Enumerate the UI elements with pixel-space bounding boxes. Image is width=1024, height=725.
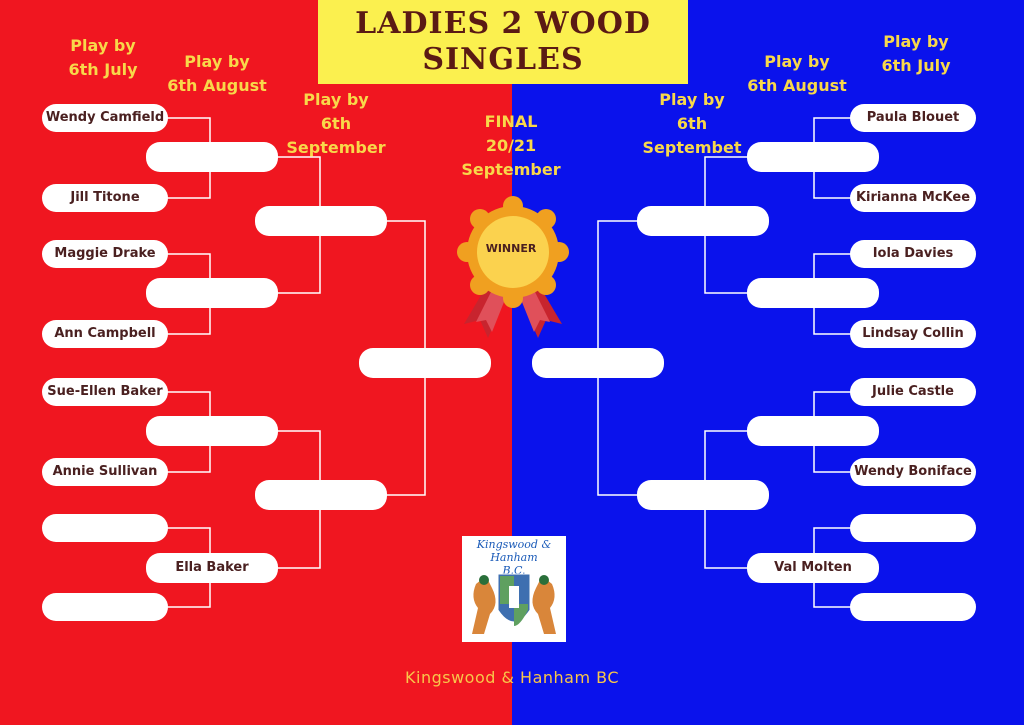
right-r1-slot-4: Lindsay Collin [850, 320, 976, 348]
left-r2-slot-1 [146, 142, 278, 172]
round-label-left-r3: Play by 6th September [284, 88, 388, 160]
right-r2-slot-2 [747, 278, 879, 308]
round-label-text: Play by [883, 32, 949, 51]
right-r1-slot-1: Paula Blouet [850, 104, 976, 132]
right-r1-slot-8 [850, 593, 976, 621]
round-label-final: FINAL 20/21 September [458, 110, 564, 182]
right-r2-slot-4: Val Molten [747, 553, 879, 583]
round-label-text: FINAL [484, 112, 538, 131]
club-logo-text: Kingswood & Hanham B.C. [462, 538, 566, 577]
left-r2-slot-3 [146, 416, 278, 446]
right-r1-slot-5: Julie Castle [850, 378, 976, 406]
round-label-left-r2: Play by 6th August [164, 50, 270, 98]
title-banner: LADIES 2 WOOD SINGLES [318, 0, 688, 84]
right-r1-slot-2: Kirianna McKee [850, 184, 976, 212]
round-label-text: 6th August [747, 76, 847, 95]
round-label-text: 6th July [881, 56, 951, 75]
left-r1-slot-2: Jill Titone [42, 184, 168, 212]
round-label-text: September [461, 160, 561, 179]
right-r2-slot-1 [747, 142, 879, 172]
title-line-1: LADIES 2 WOOD [355, 6, 651, 41]
left-r1-slot-6: Annie Sullivan [42, 458, 168, 486]
left-r1-slot-4: Ann Campbell [42, 320, 168, 348]
right-r1-slot-7 [850, 514, 976, 542]
logo-name-line-1: Kingswood & Hanham [476, 538, 552, 564]
round-label-text: 6th [320, 114, 352, 133]
right-r1-slot-3: Iola Davies [850, 240, 976, 268]
left-r3-slot-1 [255, 206, 387, 236]
right-r2-slot-3 [747, 416, 879, 446]
round-label-text: September [286, 138, 386, 157]
right-r3-slot-1 [637, 206, 769, 236]
winner-label: WINNER [485, 242, 537, 255]
round-label-text: Septembet [642, 138, 742, 157]
left-semi-slot [359, 348, 491, 378]
round-label-left-r1: Play by 6th July [62, 34, 144, 82]
round-label-text: 6th [676, 114, 708, 133]
round-label-text: Play by [303, 90, 369, 109]
round-label-text: Play by [70, 36, 136, 55]
round-label-text: Play by [184, 52, 250, 71]
left-r2-slot-2 [146, 278, 278, 308]
right-r1-slot-6: Wendy Boniface [850, 458, 976, 486]
title-line-2: SINGLES [422, 42, 584, 77]
left-r1-slot-3: Maggie Drake [42, 240, 168, 268]
round-label-right-r2: Play by 6th August [744, 50, 850, 98]
club-crest-icon [472, 573, 556, 634]
round-label-text: 20/21 [485, 136, 537, 155]
left-r2-slot-4: Ella Baker [146, 553, 278, 583]
left-r1-slot-7 [42, 514, 168, 542]
left-r1-slot-1: Wendy Camfield [42, 104, 168, 132]
left-r3-slot-2 [255, 480, 387, 510]
round-label-right-r1: Play by 6th July [874, 30, 958, 78]
round-label-text: 6th July [68, 60, 138, 79]
round-label-text: 6th August [167, 76, 267, 95]
round-label-text: Play by [764, 52, 830, 71]
footer-club-name: Kingswood & Hanham BC [405, 668, 619, 687]
left-r1-slot-5: Sue-Ellen Baker [42, 378, 168, 406]
left-r1-slot-8 [42, 593, 168, 621]
round-label-right-r3: Play by 6th Septembet [638, 88, 746, 160]
right-semi-slot [532, 348, 664, 378]
club-logo: Kingswood & Hanham B.C. [462, 536, 566, 642]
round-label-text: Play by [659, 90, 725, 109]
right-r3-slot-2 [637, 480, 769, 510]
winner-medal-icon [457, 196, 569, 338]
